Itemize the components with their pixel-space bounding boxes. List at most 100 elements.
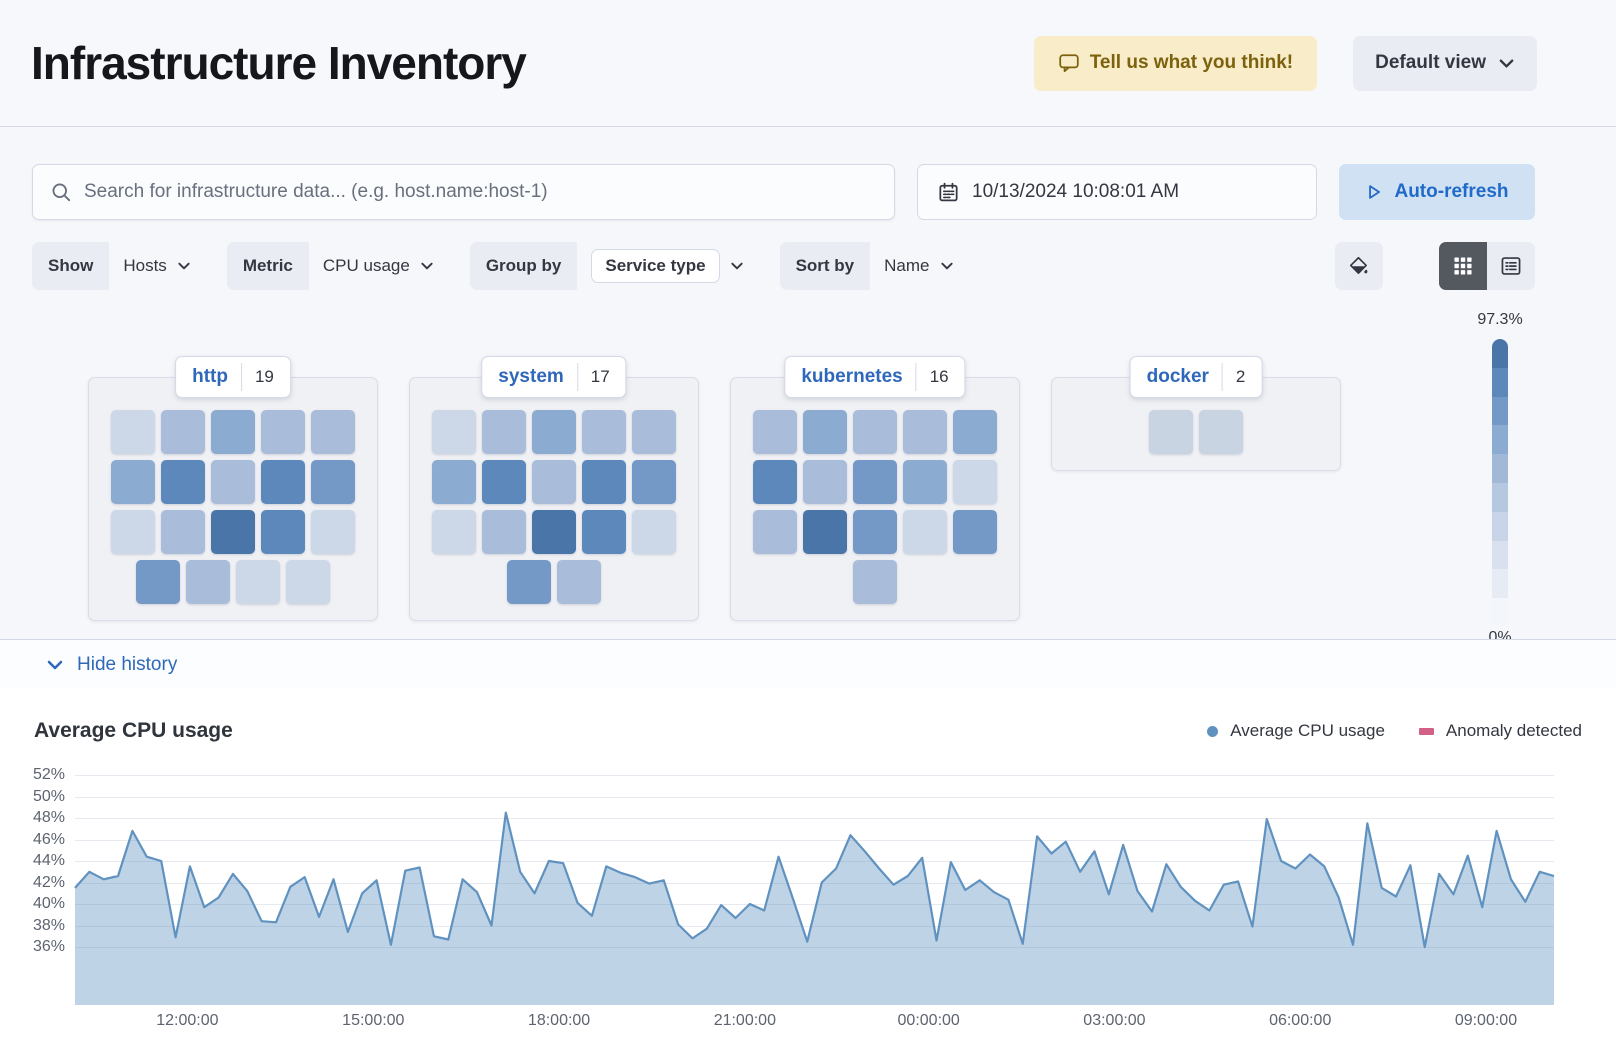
- node-row: [105, 510, 361, 554]
- host-node[interactable]: [311, 510, 355, 554]
- node-row: [426, 510, 682, 554]
- chevron-down-icon: [730, 262, 743, 270]
- host-node[interactable]: [903, 510, 947, 554]
- host-node[interactable]: [853, 510, 897, 554]
- legend-item-anomaly[interactable]: Anomaly detected: [1418, 721, 1582, 741]
- scale-step: [1492, 367, 1508, 397]
- view-selector-button[interactable]: Default view: [1353, 35, 1537, 91]
- host-node[interactable]: [632, 410, 676, 454]
- host-node[interactable]: [286, 560, 330, 604]
- y-axis-tick-label: 40%: [32, 895, 65, 912]
- host-node[interactable]: [532, 410, 576, 454]
- search-box: [32, 164, 895, 220]
- group-by-value-pill[interactable]: Service type: [591, 249, 720, 283]
- host-node[interactable]: [261, 410, 305, 454]
- legend-item-avg-cpu[interactable]: Average CPU usage: [1207, 721, 1385, 741]
- host-node[interactable]: [136, 560, 180, 604]
- calendar-icon: [938, 182, 959, 203]
- host-node[interactable]: [632, 510, 676, 554]
- host-node[interactable]: [161, 460, 205, 504]
- scale-min-label: 0%: [1488, 629, 1512, 639]
- search-input[interactable]: [84, 181, 876, 203]
- host-node[interactable]: [236, 560, 280, 604]
- host-node[interactable]: [853, 410, 897, 454]
- host-node[interactable]: [1149, 410, 1193, 454]
- host-node[interactable]: [432, 410, 476, 454]
- host-node[interactable]: [557, 560, 601, 604]
- host-node[interactable]: [853, 560, 897, 604]
- host-node[interactable]: [111, 410, 155, 454]
- y-axis-tick-label: 46%: [32, 830, 65, 848]
- sort-by-dropdown[interactable]: Name: [870, 242, 967, 290]
- host-node[interactable]: [311, 410, 355, 454]
- host-node[interactable]: [953, 510, 997, 554]
- host-node[interactable]: [632, 460, 676, 504]
- gridline: [75, 861, 1554, 862]
- host-node[interactable]: [261, 510, 305, 554]
- host-node[interactable]: [211, 510, 255, 554]
- color-palette-button[interactable]: [1335, 242, 1383, 290]
- host-node[interactable]: [903, 410, 947, 454]
- host-node[interactable]: [803, 460, 847, 504]
- host-node[interactable]: [482, 510, 526, 554]
- host-node[interactable]: [432, 460, 476, 504]
- host-node[interactable]: [953, 410, 997, 454]
- host-node[interactable]: [532, 460, 576, 504]
- host-node[interactable]: [753, 460, 797, 504]
- host-node[interactable]: [161, 410, 205, 454]
- host-node[interactable]: [582, 460, 626, 504]
- host-node[interactable]: [482, 460, 526, 504]
- scale-step: [1492, 540, 1508, 570]
- show-label: Show: [32, 242, 110, 290]
- chevron-down-icon: [421, 262, 433, 270]
- grid-view-button[interactable]: [1439, 242, 1487, 290]
- show-dropdown[interactable]: Hosts: [109, 242, 204, 290]
- host-node[interactable]: [211, 410, 255, 454]
- host-node[interactable]: [753, 510, 797, 554]
- y-axis-tick-label: 36%: [32, 938, 65, 955]
- host-node[interactable]: [432, 510, 476, 554]
- host-node[interactable]: [753, 410, 797, 454]
- feedback-button[interactable]: Tell us what you think!: [1033, 35, 1318, 91]
- host-node[interactable]: [482, 410, 526, 454]
- date-picker[interactable]: 10/13/2024 10:08:01 AM: [917, 164, 1317, 220]
- chart-legend: Average CPU usage Anomaly detected: [1207, 721, 1582, 741]
- group-by-dropdown[interactable]: Service type: [577, 242, 757, 290]
- x-axis-tick-label: 03:00:00: [1083, 1012, 1146, 1029]
- table-view-button[interactable]: [1487, 242, 1535, 290]
- scale-step: [1492, 425, 1508, 455]
- host-node[interactable]: [582, 510, 626, 554]
- host-node[interactable]: [953, 460, 997, 504]
- y-axis-tick-label: 44%: [32, 852, 65, 869]
- host-node[interactable]: [311, 460, 355, 504]
- ink-fill-icon: [1349, 256, 1368, 274]
- badge-divider: [240, 363, 242, 391]
- auto-refresh-button[interactable]: Auto-refresh: [1339, 164, 1535, 220]
- host-node[interactable]: [186, 560, 230, 604]
- host-node[interactable]: [111, 510, 155, 554]
- host-node[interactable]: [803, 410, 847, 454]
- host-node[interactable]: [582, 410, 626, 454]
- host-node[interactable]: [1199, 410, 1243, 454]
- metric-dropdown[interactable]: CPU usage: [309, 242, 448, 290]
- host-node[interactable]: [532, 510, 576, 554]
- legend-dot-icon: [1207, 725, 1219, 737]
- host-node[interactable]: [803, 510, 847, 554]
- host-node[interactable]: [853, 460, 897, 504]
- host-node[interactable]: [161, 510, 205, 554]
- host-node[interactable]: [507, 560, 551, 604]
- gridline: [75, 947, 1554, 948]
- gridline: [75, 818, 1554, 819]
- hide-history-button[interactable]: Hide history: [46, 654, 177, 676]
- host-node[interactable]: [111, 460, 155, 504]
- host-node[interactable]: [261, 460, 305, 504]
- host-node[interactable]: [211, 460, 255, 504]
- host-node[interactable]: [903, 460, 947, 504]
